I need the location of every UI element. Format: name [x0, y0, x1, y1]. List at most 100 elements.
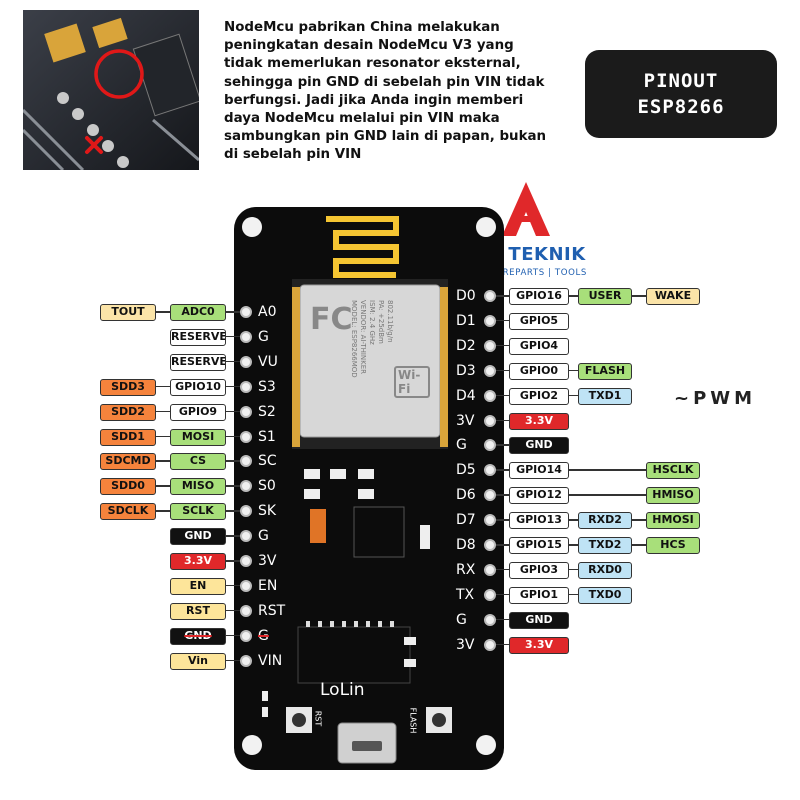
pin-connector — [496, 444, 509, 446]
module-spec-line: PA: +25dBm — [377, 300, 385, 344]
pin-hole — [484, 563, 496, 576]
pin-hole — [484, 539, 496, 551]
pin-connector — [226, 560, 240, 562]
note-line: sehingga pin GND di sebelah pin VIN tida… — [224, 74, 545, 90]
pin-tag-wake: WAKE — [646, 288, 700, 305]
pin-hole — [240, 579, 252, 592]
pin-label-d3: D3 — [456, 362, 476, 379]
pin-connector — [496, 618, 509, 621]
pin-tag-gnd: GND — [170, 528, 226, 546]
pin-label-vin: VIN — [258, 652, 283, 669]
pin-tag-rxd2: RXD2 — [578, 512, 632, 530]
pin-hole — [240, 480, 252, 493]
pin-tag-hmiso: HMISO — [646, 487, 700, 505]
pin-label-3v: 3V — [258, 553, 277, 569]
pin-tag-sdclk: SDCLK — [100, 503, 156, 521]
pin-connector — [226, 659, 240, 662]
pin-tag-sdd3: SDD3 — [100, 378, 156, 396]
board-details — [242, 207, 496, 764]
pin-connector — [496, 469, 646, 471]
pin-connector — [496, 519, 646, 521]
module-spec-line: MODEL: ESP8266MOD — [350, 300, 358, 378]
note-line: peningkatan desain NodeMcu V3 yang — [224, 38, 514, 54]
pin-connector — [496, 344, 509, 347]
pin-hole — [240, 330, 252, 343]
pin-hole — [484, 314, 496, 327]
pin-hole — [484, 588, 496, 601]
pin-tag-sdd0: SDD0 — [100, 478, 156, 496]
pin-connector — [496, 419, 509, 421]
pin-hole — [240, 380, 252, 393]
note-line: NodeMcu pabrikan China melakukan — [224, 20, 500, 35]
pin-hole — [240, 306, 252, 318]
pin-tag-gnd: GND — [509, 611, 569, 629]
pin-tag-txd2: TXD2 — [578, 537, 632, 554]
module-spec-line: 802.11b/g/n — [386, 300, 394, 343]
pin-hole — [484, 290, 496, 302]
pin-label-g: G — [258, 627, 269, 644]
pin-tag-gpio5: GPIO5 — [509, 312, 569, 330]
pin-label-d1: D1 — [456, 312, 476, 329]
pin-connector — [496, 643, 509, 646]
pin-label-d7: D7 — [456, 512, 476, 529]
pin-hole — [240, 405, 252, 418]
pin-label-d6: D6 — [456, 487, 476, 504]
title-line-1: PINOUT — [643, 70, 719, 92]
pin-hole — [484, 489, 496, 502]
pin-label-s1: S1 — [258, 428, 276, 445]
pin-hole — [484, 389, 496, 402]
pin-hole — [484, 414, 496, 427]
title-line-2: ESP8266 — [637, 96, 725, 118]
pin-label-sc: SC — [258, 453, 277, 470]
pin-hole — [484, 339, 496, 352]
pin-label-3v: 3V — [456, 412, 475, 429]
pin-tag-txd1: TXD1 — [578, 387, 632, 405]
pin-tag-sdd1: SDD1 — [100, 428, 156, 446]
module-spec-line: ISM: 2.4 GHz — [368, 300, 376, 345]
pin-hole — [484, 364, 496, 377]
pin-tag-en: EN — [170, 577, 226, 595]
flash-button-label: FLASH — [408, 707, 418, 734]
pin-label-vu: VU — [258, 353, 278, 370]
pin-tag-vin: Vin — [170, 652, 226, 670]
pin-tag-gpio16: GPIO16 — [509, 288, 569, 305]
pin-tag-rxd0: RXD0 — [578, 561, 632, 579]
pin-label-g: G — [258, 528, 269, 545]
pin-tag-adc0: ADC0 — [170, 304, 226, 321]
pin-connector — [226, 584, 240, 587]
pin-tag-3-3v: 3.3V — [509, 636, 569, 654]
pin-label-a0: A0 — [258, 304, 277, 320]
wifi-mark: Wi-Fi — [394, 366, 430, 398]
pin-tag-gnd: GND — [509, 437, 569, 455]
pwm-legend: ~PWM — [674, 388, 757, 409]
aneka-teknik-logo-icon — [502, 182, 550, 236]
note-line: berfungsi. Jadi jika Anda ingin memberi — [224, 92, 524, 108]
pin-hole — [240, 455, 252, 468]
pin-tag-hcs: HCS — [646, 537, 700, 554]
note-line: sambungkan pin GND lain di papan, bukan — [224, 129, 547, 145]
pin-connector — [226, 634, 240, 637]
pin-tag-sdcmd: SDCMD — [100, 453, 156, 471]
pin-tag-gpio2: GPIO2 — [509, 387, 569, 405]
pin-label-s0: S0 — [258, 478, 276, 495]
pin-hole — [484, 464, 496, 477]
pin-tag-gnd: GND — [170, 627, 226, 645]
pin-tag-reserved: RESERVED — [170, 353, 226, 371]
pin-tag-3-3v: 3.3V — [509, 412, 569, 430]
pin-label-rx: RX — [456, 561, 476, 578]
pin-connector — [496, 295, 646, 297]
pin-connector — [496, 544, 646, 546]
info-note: NodeMcu pabrikan China melakukan peningka… — [224, 19, 574, 165]
pin-hole — [484, 514, 496, 527]
pin-tag-sdd2: SDD2 — [100, 403, 156, 421]
pin-tag-rst: RST — [170, 602, 226, 620]
pin-hole — [484, 613, 496, 626]
pin-tag-gpio1: GPIO1 — [509, 586, 569, 604]
pin-label-d5: D5 — [456, 462, 476, 479]
pin-tag-gpio10: GPIO10 — [170, 378, 226, 396]
pin-tag-hmosi: HMOSI — [646, 512, 700, 530]
pin-tag-cs: CS — [170, 453, 226, 471]
